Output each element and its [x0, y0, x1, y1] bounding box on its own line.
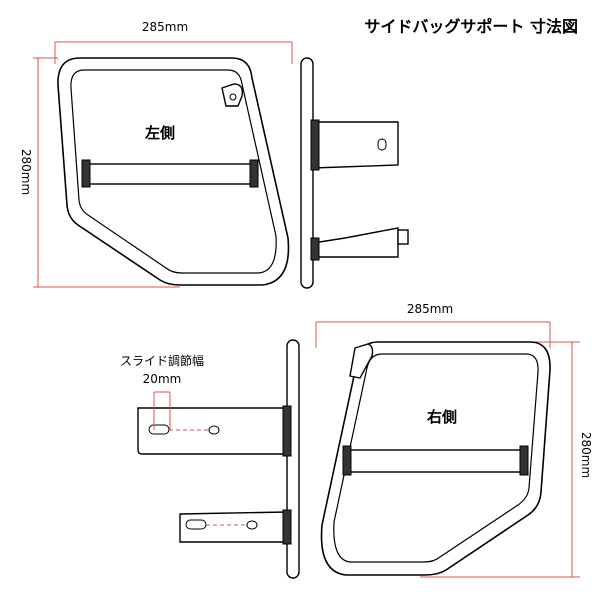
- right-side-label: 右側: [427, 408, 457, 426]
- slide-adjust-dimension: スライド調節幅 20mm: [120, 353, 204, 430]
- right-height-label: 280mm: [579, 432, 593, 478]
- left-side-label: 左側: [144, 124, 175, 142]
- right-side-profile: [137, 339, 300, 579]
- right-width-label: 285mm: [407, 302, 453, 316]
- right-frame: 右側: [320, 341, 551, 576]
- slide-adjust-label: スライド調節幅: [120, 353, 204, 368]
- left-view: 285mm 280mm 左側: [19, 20, 409, 289]
- left-width-label: 285mm: [142, 20, 188, 34]
- left-width-dimension: 285mm: [54, 20, 293, 64]
- drawing-title: サイドバッグサポート 寸法図: [364, 17, 578, 36]
- left-frame: 左側: [57, 57, 290, 286]
- right-view: 285mm 280mm 右側: [120, 302, 593, 579]
- slide-adjust-value: 20mm: [143, 372, 182, 386]
- left-height-dimension: 280mm: [19, 57, 180, 288]
- left-height-label: 280mm: [19, 149, 33, 195]
- right-height-dimension: 280mm: [420, 341, 593, 578]
- left-side-profile: [300, 57, 409, 289]
- right-width-dimension: 285mm: [315, 302, 551, 348]
